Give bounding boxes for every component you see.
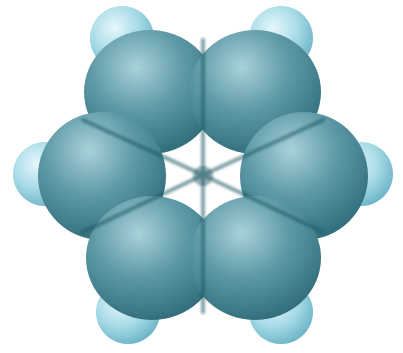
carbon-atoms bbox=[38, 30, 368, 320]
center-shadow bbox=[193, 166, 213, 186]
carbon-atom bbox=[189, 196, 321, 320]
atom-seams bbox=[81, 38, 325, 314]
carbon-atom bbox=[86, 196, 218, 320]
